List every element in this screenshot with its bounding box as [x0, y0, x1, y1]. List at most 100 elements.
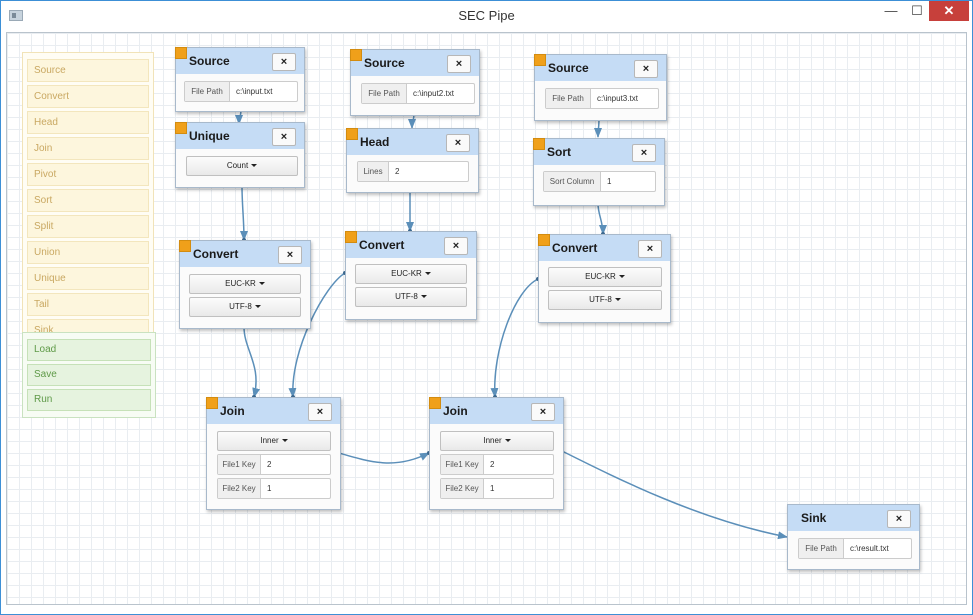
node-title: Convert [193, 247, 239, 261]
remove-node-button[interactable]: × [447, 55, 471, 73]
wire-sort-convert3 [597, 203, 607, 235]
node-palette: Source Convert Head Join Pivot Sort Spli… [22, 52, 154, 349]
source-encoding-dropdown[interactable]: EUC-KR [355, 264, 467, 284]
remove-node-button[interactable]: × [446, 134, 470, 152]
source-node-2[interactable]: Source × File Path c:\input2.txt [350, 49, 480, 116]
node-title: Sort [547, 145, 571, 159]
node-badge [346, 128, 358, 140]
palette-item-tail[interactable]: Tail [27, 293, 149, 316]
node-badge [206, 397, 218, 409]
caret-down-icon [618, 275, 625, 279]
remove-node-button[interactable]: × [632, 144, 656, 162]
wire-join2-sink [561, 450, 788, 540]
lines-field[interactable]: Lines 2 [357, 161, 469, 182]
join-type-dropdown[interactable]: Inner [217, 431, 331, 451]
file-path-field[interactable]: File Path c:\result.txt [798, 538, 912, 559]
join-type-dropdown[interactable]: Inner [440, 431, 554, 451]
node-title: Head [360, 135, 390, 149]
join-node-2[interactable]: Join × Inner File1 Key 2 File2 Key 1 [429, 397, 564, 510]
palette-item-unique[interactable]: Unique [27, 267, 149, 290]
node-title: Source [364, 56, 405, 70]
node-badge [538, 234, 550, 246]
node-badge [175, 122, 187, 134]
remove-node-button[interactable]: × [638, 240, 662, 258]
head-node[interactable]: Head × Lines 2 [346, 128, 479, 193]
load-button[interactable]: Load [27, 339, 151, 361]
sink-node[interactable]: Sink × File Path c:\result.txt [787, 504, 920, 570]
run-button[interactable]: Run [27, 389, 151, 411]
node-badge [175, 47, 187, 59]
mode-dropdown[interactable]: Count [186, 156, 298, 176]
convert-node-3[interactable]: Convert × EUC-KR UTF-8 [538, 234, 671, 323]
app-icon [9, 10, 23, 21]
palette-item-join[interactable]: Join [27, 137, 149, 160]
wire-join1-join2 [338, 452, 430, 464]
palette-item-pivot[interactable]: Pivot [27, 163, 149, 186]
node-title: Unique [189, 129, 230, 143]
node-badge [179, 240, 191, 252]
target-encoding-dropdown[interactable]: UTF-8 [355, 287, 467, 307]
palette-item-split[interactable]: Split [27, 215, 149, 238]
caret-down-icon [254, 305, 261, 309]
caret-down-icon [251, 164, 258, 168]
node-title: Join [443, 404, 468, 418]
wire-source2-head [408, 113, 417, 129]
close-window-button[interactable]: ✕ [929, 1, 969, 21]
save-button[interactable]: Save [27, 364, 151, 386]
convert-node-2[interactable]: Convert × EUC-KR UTF-8 [345, 231, 477, 320]
target-encoding-dropdown[interactable]: UTF-8 [548, 290, 662, 310]
wire-unique-convert1 [239, 185, 248, 241]
pipeline-canvas[interactable] [6, 32, 967, 605]
unique-node[interactable]: Unique × Count [175, 122, 305, 188]
node-title: Sink [801, 511, 827, 525]
sort-column-field[interactable]: Sort Column 1 [543, 171, 656, 192]
remove-node-button[interactable]: × [272, 128, 296, 146]
remove-node-button[interactable]: × [444, 237, 468, 255]
node-title: Source [189, 54, 230, 68]
file1-key-field[interactable]: File1 Key 2 [217, 454, 331, 475]
file2-key-field[interactable]: File2 Key 1 [217, 478, 331, 499]
wire-convert3-join2 [490, 278, 539, 398]
target-encoding-dropdown[interactable]: UTF-8 [189, 297, 301, 317]
node-badge [534, 54, 546, 66]
wire-convert1-join1 [243, 326, 261, 398]
action-panel: Load Save Run [22, 332, 156, 418]
remove-node-button[interactable]: × [634, 60, 658, 78]
caret-down-icon [614, 298, 621, 302]
palette-item-union[interactable]: Union [27, 241, 149, 264]
caret-down-icon [281, 439, 288, 443]
file2-key-field[interactable]: File2 Key 1 [440, 478, 554, 499]
sort-node[interactable]: Sort × Sort Column 1 [533, 138, 665, 206]
source-encoding-dropdown[interactable]: EUC-KR [189, 274, 301, 294]
node-title: Convert [359, 238, 405, 252]
file-path-field[interactable]: File Path c:\input2.txt [361, 83, 475, 104]
palette-item-head[interactable]: Head [27, 111, 149, 134]
node-title: Source [548, 61, 589, 75]
remove-node-button[interactable]: × [308, 403, 332, 421]
title-bar[interactable]: SEC Pipe — ☐ ✕ [1, 1, 972, 31]
node-title: Convert [552, 241, 598, 255]
remove-node-button[interactable]: × [887, 510, 911, 528]
maximize-button[interactable]: ☐ [911, 3, 923, 18]
file-path-field[interactable]: File Path c:\input3.txt [545, 88, 659, 109]
source-encoding-dropdown[interactable]: EUC-KR [548, 267, 662, 287]
join-node-1[interactable]: Join × Inner File1 Key 2 File2 Key 1 [206, 397, 341, 510]
minimize-button[interactable]: — [884, 3, 898, 18]
palette-item-sort[interactable]: Sort [27, 189, 149, 212]
source-node-1[interactable]: Source × File Path c:\input.txt [175, 47, 305, 112]
file1-key-field[interactable]: File1 Key 2 [440, 454, 554, 475]
remove-node-button[interactable]: × [278, 246, 302, 264]
caret-down-icon [504, 439, 511, 443]
source-node-3[interactable]: Source × File Path c:\input3.txt [534, 54, 667, 121]
file-path-field[interactable]: File Path c:\input.txt [184, 81, 298, 102]
node-badge [429, 397, 441, 409]
remove-node-button[interactable]: × [531, 403, 555, 421]
caret-down-icon [424, 272, 431, 276]
node-badge [350, 49, 362, 61]
remove-node-button[interactable]: × [272, 53, 296, 71]
convert-node-1[interactable]: Convert × EUC-KR UTF-8 [179, 240, 311, 329]
node-badge [345, 231, 357, 243]
palette-item-source[interactable]: Source [27, 59, 149, 82]
wire-source3-sort [594, 118, 603, 138]
palette-item-convert[interactable]: Convert [27, 85, 149, 108]
